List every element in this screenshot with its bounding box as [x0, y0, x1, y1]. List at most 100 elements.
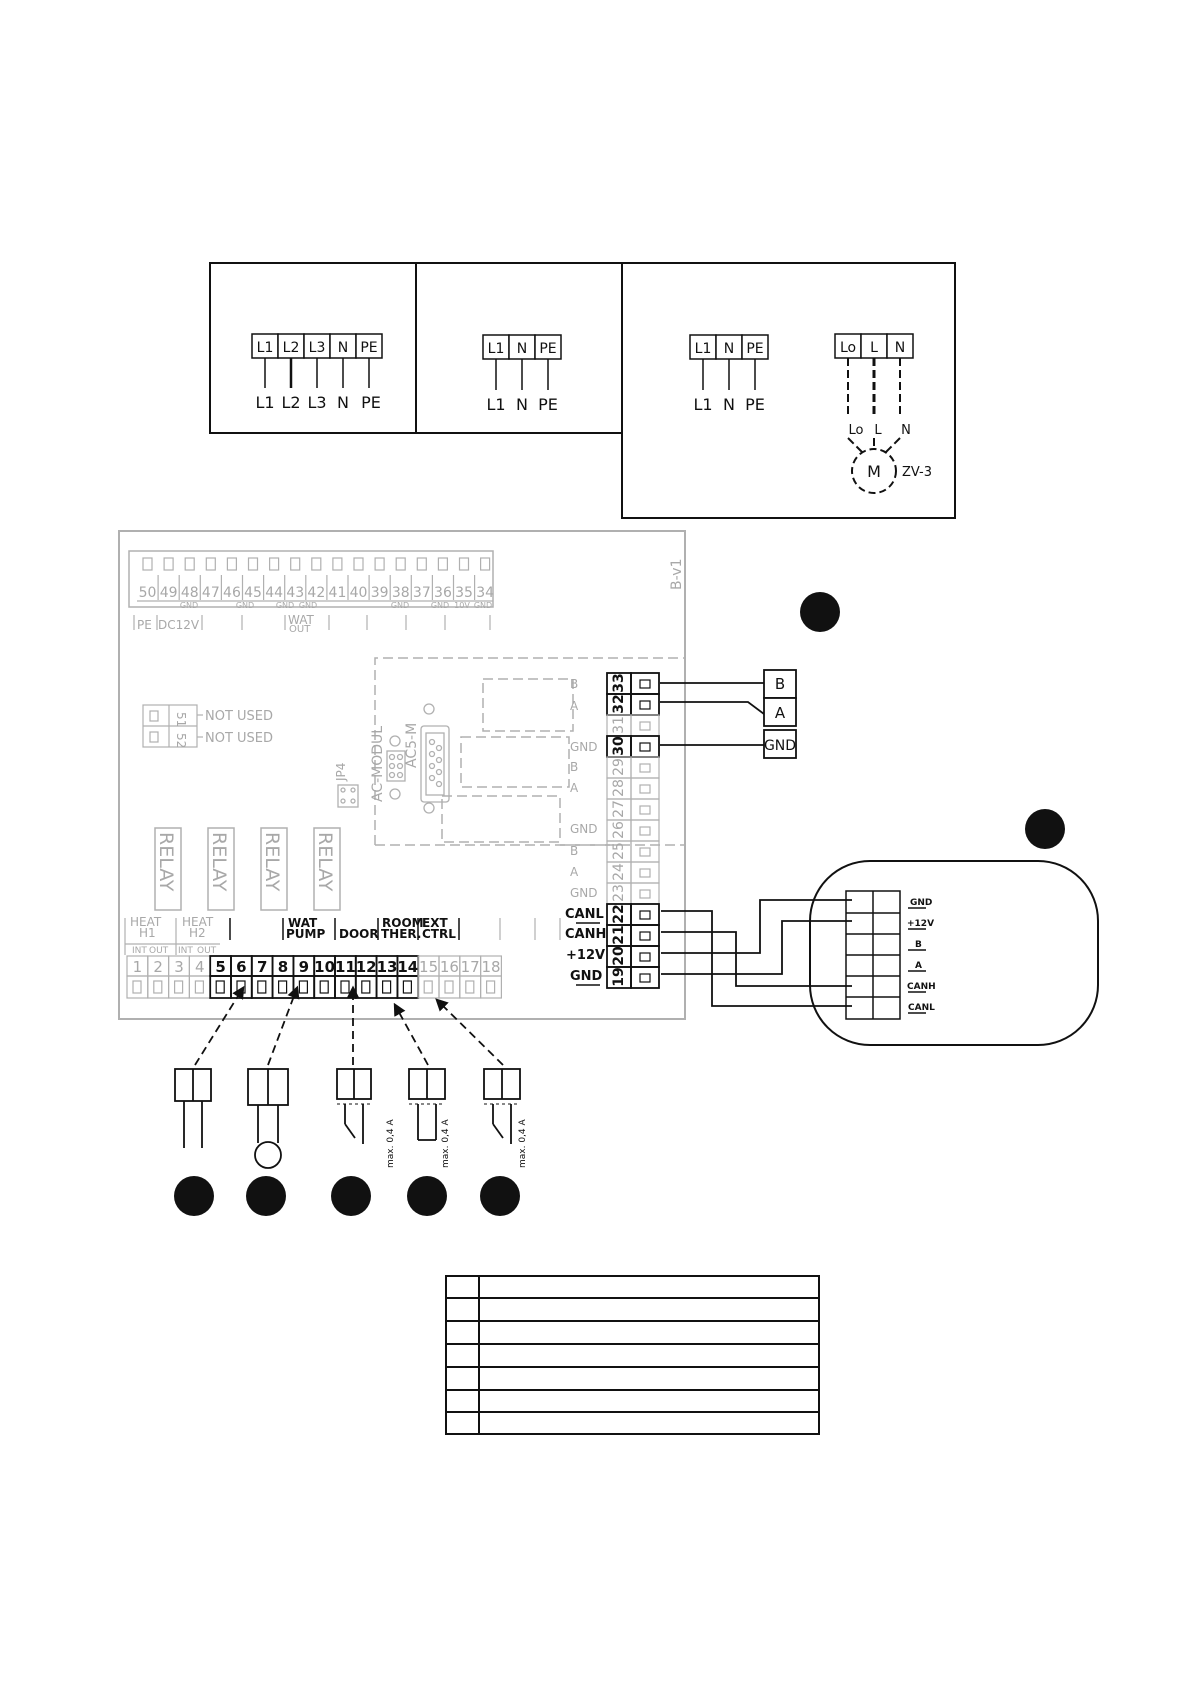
jumper-label: JP4	[334, 763, 348, 782]
right-terminal-screw-cell	[630, 693, 660, 716]
relay-label: RELAY	[208, 832, 230, 892]
right-terminal-screw-cell	[630, 714, 660, 737]
int-out-label: INT	[178, 946, 193, 956]
top-terminal-screw	[142, 557, 153, 571]
bottom-terminal-screw	[465, 980, 475, 994]
top-sub-label: GND	[474, 601, 492, 610]
right-terminal-number: 24	[611, 863, 627, 881]
ac5-label: AC5-M	[404, 723, 420, 768]
right-terminal-screw	[639, 805, 651, 815]
bottom-terminal-screw-cell	[126, 975, 149, 999]
bottom-terminal-number: 7	[257, 958, 267, 976]
bottom-terminal-screw-cell	[354, 975, 378, 999]
top-terminal-number: 40	[350, 585, 368, 601]
ac-modul-label: AC-MODUL	[370, 726, 386, 802]
right-terminal-number: 30	[611, 736, 627, 756]
top-terminal-screw	[416, 557, 427, 571]
legend-table	[445, 1275, 820, 1435]
bottom-terminal-number: 15	[419, 958, 438, 976]
right-terminal-screw	[639, 679, 651, 689]
wire-label: N	[337, 393, 349, 412]
top-terminal-screw	[374, 557, 385, 571]
top-terminal-screw	[458, 557, 470, 571]
terminal-number: 52	[174, 733, 188, 748]
right-terminal-number: 32	[611, 694, 627, 713]
right-terminal-screw	[639, 973, 651, 983]
top-terminal-number: 47	[202, 585, 220, 601]
bottom-terminal-screw-cell	[396, 975, 420, 999]
top-terminal-number: 45	[244, 585, 262, 601]
load-door-contact	[336, 1068, 372, 1144]
right-terminal-screw-cell	[630, 798, 660, 821]
top-terminal-number: 49	[160, 585, 178, 601]
controller-label: A	[915, 961, 922, 971]
wire-label: N	[723, 395, 735, 414]
single-phase-panel: L1 N PE L1 N PE	[482, 334, 562, 414]
board-revision: B-v1	[669, 559, 685, 590]
terminal-label: PE	[539, 341, 556, 357]
top-terminal-number: 34	[476, 585, 494, 601]
right-terminal-screw-cell	[630, 777, 660, 800]
bottom-terminal-number: 13	[377, 958, 398, 976]
controller-label: B	[915, 940, 922, 950]
wire-label: L3	[307, 393, 326, 412]
bottom-terminal-number: 16	[440, 958, 459, 976]
bottom-terminal-screw-cell	[459, 975, 482, 999]
bottom-terminal-screw	[423, 980, 433, 994]
bottom-terminal-screw-cell	[438, 975, 461, 999]
top-terminal-screw	[332, 557, 343, 571]
top-terminal-screw	[226, 557, 237, 571]
bottom-terminal-screw-cell	[292, 975, 316, 999]
bottom-terminal-screw	[194, 980, 204, 994]
right-terminal-screw-cell	[630, 756, 660, 779]
relay-label: RELAY	[314, 832, 336, 892]
terminal-label: PE	[746, 341, 763, 357]
bottom-terminal-number: 9	[299, 958, 309, 976]
can-label: +12V	[566, 948, 605, 963]
bottom-terminal-screw	[257, 980, 267, 994]
controller-label: GND	[910, 898, 932, 908]
top-group-label: OUT	[289, 624, 311, 635]
controller-label: CANH	[907, 982, 936, 992]
right-terminal-screw	[639, 931, 651, 941]
bottom-group-labels: HEAT H1 HEAT H2 INT OUT INT OUT WAT PUMP…	[124, 915, 561, 956]
top-terminal-number: 41	[329, 585, 347, 601]
rs485-connector: B A GND	[660, 669, 797, 759]
right-terminal-number: 28	[611, 779, 627, 797]
int-out-label: INT	[132, 946, 147, 956]
group-label: H1	[139, 926, 156, 940]
bottom-terminal-screw-cell	[271, 975, 295, 999]
bottom-terminal-number: 10	[314, 958, 335, 976]
group-label: HEAT	[130, 915, 162, 929]
bottom-terminal-number: 4	[195, 958, 205, 976]
right-terminal-screw-cell	[630, 840, 660, 863]
bottom-terminal-number: 8	[278, 958, 288, 976]
bottom-terminal-screw	[215, 980, 225, 994]
right-terminal-screw-cell	[630, 945, 660, 968]
group-label: H2	[189, 926, 206, 940]
bottom-terminal-screw	[319, 980, 329, 994]
bottom-terminal-screw	[278, 980, 288, 994]
bottom-terminal-number: 5	[215, 958, 225, 976]
single-phase-valve-panel: L1 N PE L1 N PE Lo L N Lo L N M ZV-3	[689, 333, 932, 494]
bottom-terminal-screw	[298, 980, 308, 994]
wire-label: N	[516, 395, 528, 414]
top-terminal-screw	[163, 557, 174, 571]
rs485-label: B	[775, 675, 785, 693]
valve-terminal-label: L	[870, 340, 878, 356]
bottom-terminal-number: 3	[174, 958, 184, 976]
signal-label: GND	[570, 822, 598, 836]
right-terminal-screw	[639, 889, 651, 899]
bottom-terminal-screw-cell	[209, 975, 232, 999]
bottom-terminal-number: 18	[481, 958, 500, 976]
right-terminal-screw	[639, 868, 651, 878]
bottom-terminal-screw	[444, 980, 454, 994]
right-terminal-number: 29	[611, 758, 627, 776]
right-terminal-number: 21	[611, 925, 627, 944]
top-terminal-screw	[247, 557, 259, 571]
top-terminal-number: 37	[413, 585, 431, 601]
top-sub-label: GND	[299, 601, 317, 610]
